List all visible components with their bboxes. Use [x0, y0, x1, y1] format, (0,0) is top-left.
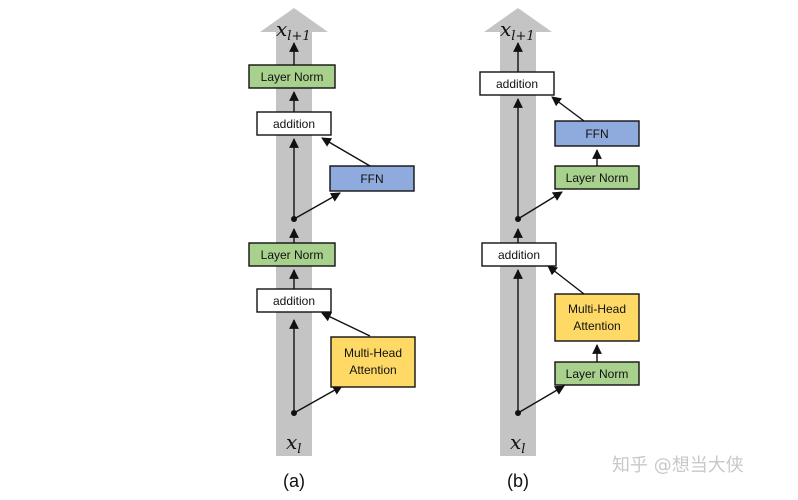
- output-label-b: xl+1: [500, 17, 535, 44]
- watermark-text: 知乎 @想当大侠: [612, 455, 744, 476]
- layer-norm-label: Layer Norm: [566, 171, 629, 185]
- diagram-a: Multi-Head Attention addition Layer Norm…: [248, 8, 416, 491]
- layer-norm-label: Layer Norm: [261, 70, 324, 84]
- input-label-a: xl: [286, 430, 301, 457]
- output-label-a: xl+1: [276, 17, 311, 44]
- addition-label: addition: [496, 77, 538, 91]
- attention-box-b: Multi-Head Attention: [554, 293, 640, 342]
- addition-label: addition: [273, 294, 315, 308]
- attention-label-line2: Attention: [349, 363, 396, 377]
- attention-box-a: Multi-Head Attention: [330, 336, 416, 388]
- input-label-b: xl: [510, 430, 525, 457]
- layer-norm-box-b2: Layer Norm: [554, 165, 640, 190]
- addition-box-b1: addition: [481, 242, 557, 267]
- layer-norm-box-b1: Layer Norm: [554, 361, 640, 386]
- layer-norm-box-a1: Layer Norm: [248, 242, 336, 267]
- ffn-box-a: FFN: [329, 165, 415, 192]
- ffn-box-b: FFN: [554, 120, 640, 147]
- addition-label: addition: [498, 248, 540, 262]
- layer-norm-label: Layer Norm: [261, 248, 324, 262]
- layer-norm-box-a2: Layer Norm: [248, 64, 336, 89]
- addition-box-a2: addition: [256, 111, 332, 136]
- diagram-b: Layer Norm Multi-Head Attention addition…: [479, 8, 640, 491]
- ffn-label: FFN: [585, 127, 608, 141]
- caption-a: (a): [283, 471, 305, 491]
- caption-b: (b): [507, 471, 529, 491]
- ffn-label: FFN: [360, 172, 383, 186]
- addition-box-a1: addition: [256, 288, 332, 313]
- attention-label-line1: Multi-Head: [344, 346, 402, 360]
- addition-label: addition: [273, 117, 315, 131]
- addition-box-b2: addition: [479, 71, 555, 96]
- layer-norm-label: Layer Norm: [566, 367, 629, 381]
- attention-label-line2: Attention: [573, 319, 620, 333]
- attention-label-line1: Multi-Head: [568, 302, 626, 316]
